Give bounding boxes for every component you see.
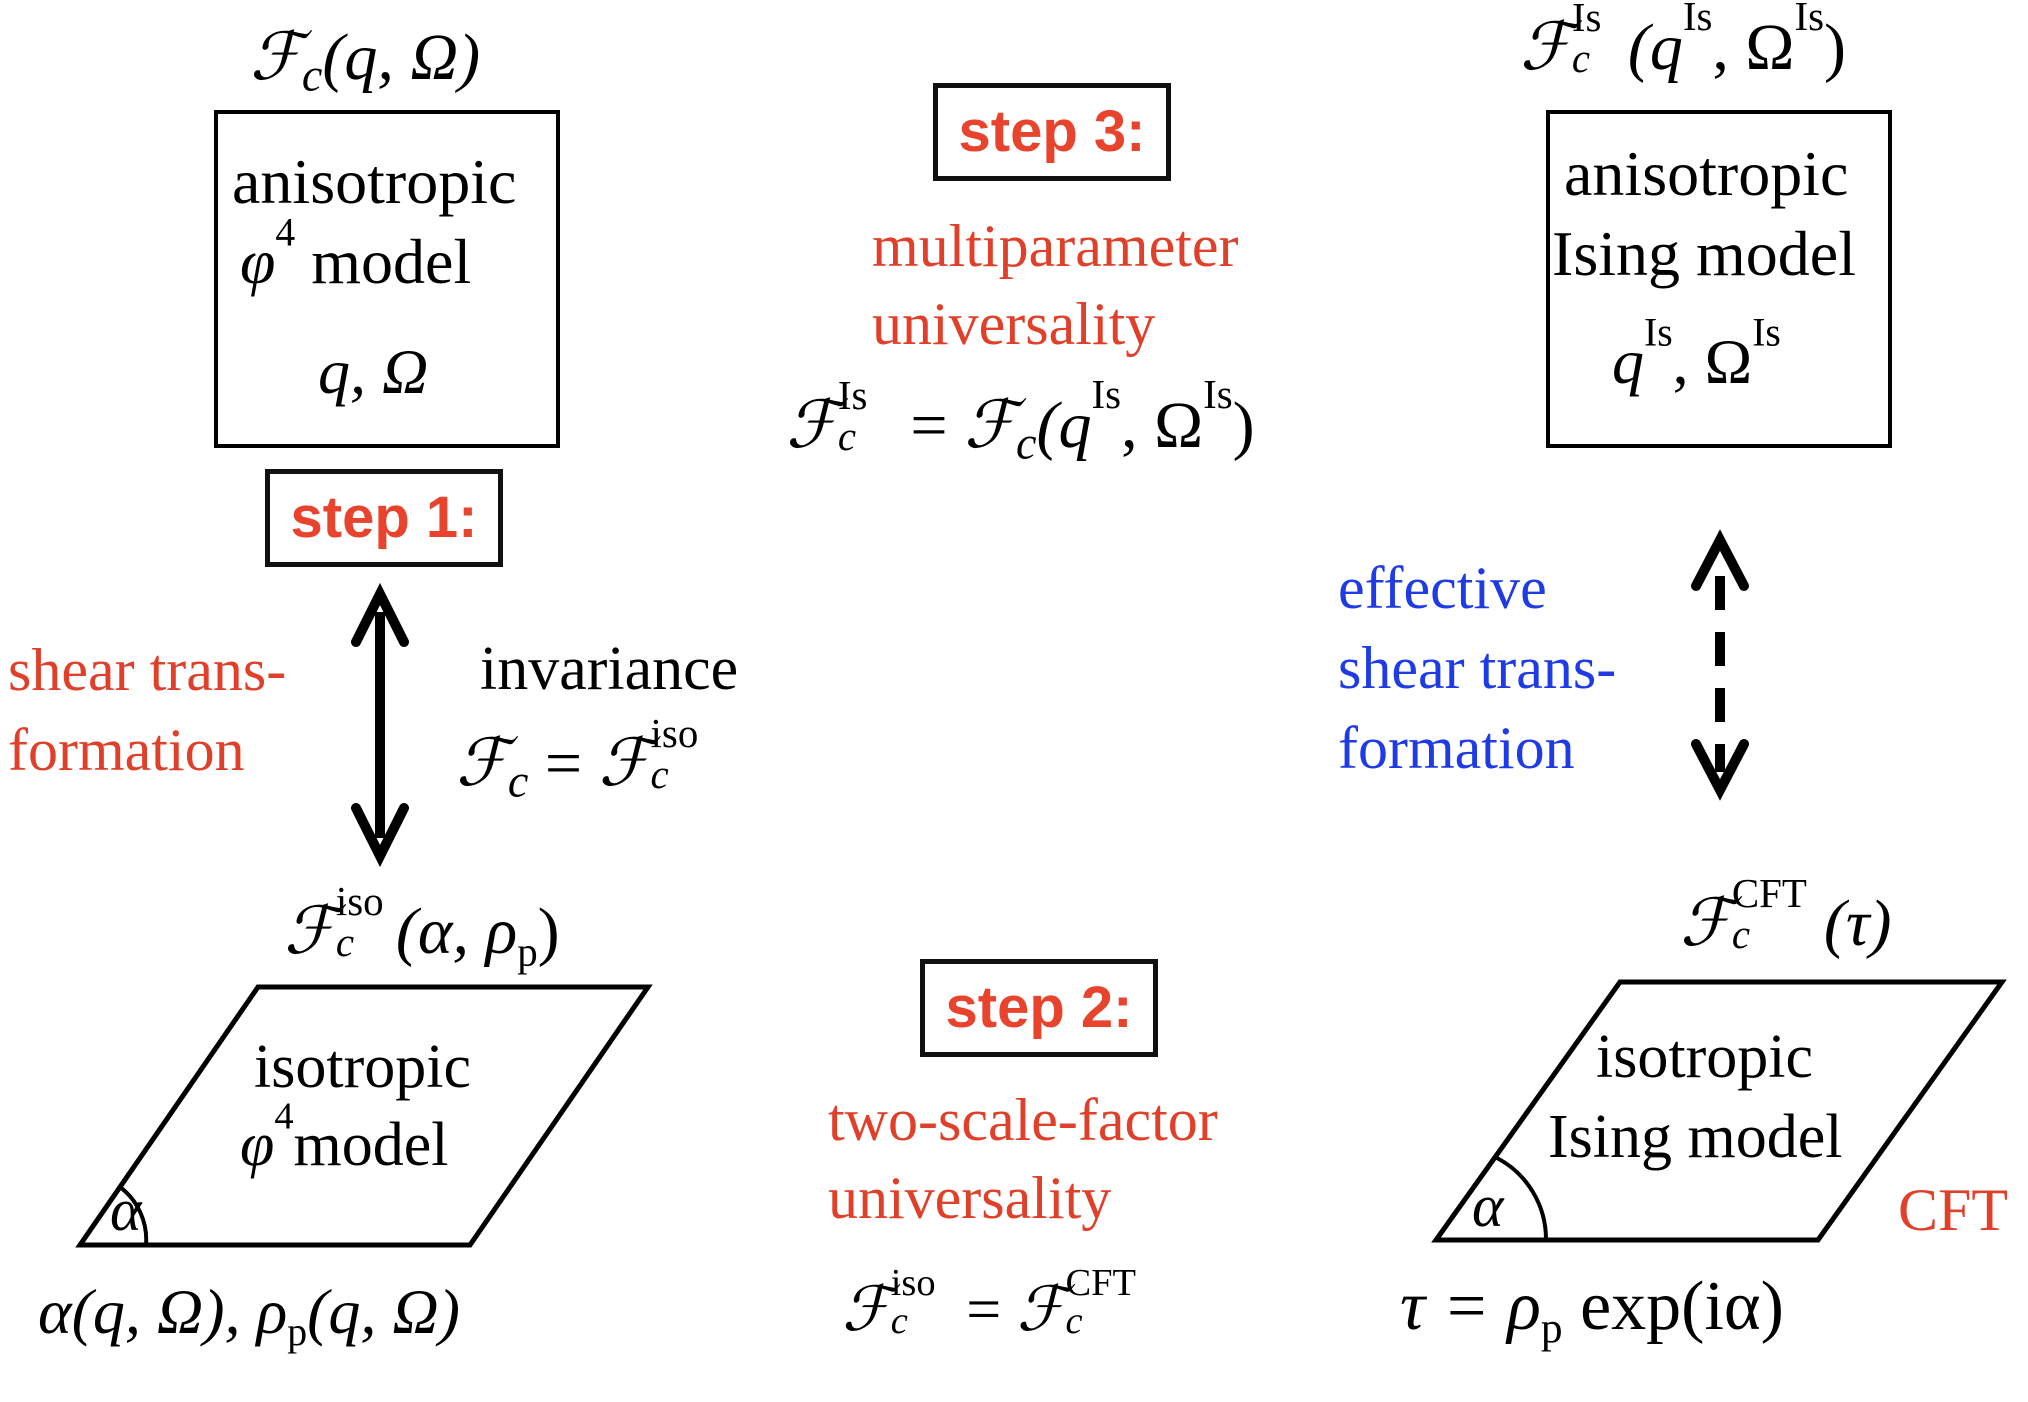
effective-label: effective [1338, 555, 1547, 621]
box-params-q-omega: q, Ω [318, 336, 429, 407]
effective-shear-line2: shear trans- [1338, 635, 1617, 701]
shear-transformation-line1: shear trans- [8, 637, 287, 703]
invariance-label: invariance [480, 635, 739, 703]
step2-label: step 2: [945, 975, 1133, 1040]
box-params-q-omega-is: qIs, ΩIs [1612, 310, 1781, 397]
shear-transformation-line2: formation [8, 717, 245, 783]
alpha-angle-arc-left [118, 1185, 149, 1246]
cft-label: CFT [1898, 1177, 2009, 1243]
shear-arrow-left-head-up [351, 582, 409, 647]
header-args: (q, Ω) [322, 21, 481, 94]
isotropic-label-right: isotropic [1596, 1023, 1813, 1091]
shear-arrow-left-head-down [351, 803, 409, 868]
anisotropic-ising-box [1546, 110, 1892, 448]
step1-box: step 1: [265, 469, 503, 567]
free-energy-symbol: ℱ [250, 18, 302, 95]
two-scale-factor-label: two-scale-factor [828, 1087, 1218, 1153]
subscript-c: c [301, 49, 323, 101]
tau-equation: τ = ρp exp(iα) [1400, 1268, 1784, 1353]
effective-shear-arrow-head-down [1691, 739, 1749, 801]
anisotropic-label: anisotropic [232, 146, 517, 217]
phi-exponent: 4 [275, 210, 296, 255]
universality-label-bottom: universality [828, 1165, 1112, 1231]
isotropic-phi4-parallelogram [75, 984, 653, 1248]
alpha-angle-label-right: α [1472, 1173, 1504, 1239]
step3-label: step 3: [958, 99, 1146, 164]
universality-label-top: universality [872, 291, 1156, 357]
effective-shear-arrow-head-up [1691, 529, 1749, 591]
anisotropic-phi4-box [214, 110, 560, 448]
alpha-angle-label-left: α [110, 1177, 142, 1243]
ising-model-label: Ising model [1552, 218, 1856, 289]
phi4-model-label-bottom: φ4model [240, 1095, 449, 1179]
phi-symbol: φ [240, 226, 276, 297]
bottom-left-footer: α(q, Ω), ρp(q, Ω) [38, 1276, 460, 1354]
ising-model-label-bottom: Ising model [1548, 1103, 1843, 1171]
top-left-header: ℱc(q, Ω) [250, 24, 480, 99]
isotropic-ising-parallelogram [1431, 979, 2007, 1243]
phi4-model-label: φ4 model [240, 212, 471, 294]
step1-label: step 1: [290, 485, 478, 550]
step2-box: step 2: [920, 959, 1158, 1057]
alpha-angle-arc-right [1496, 1156, 1549, 1241]
model-word: model [311, 226, 472, 297]
multiparameter-label: multiparameter [872, 213, 1239, 279]
anisotropic-ising-label1: anisotropic [1564, 138, 1849, 209]
isotropic-label-left: isotropic [254, 1033, 471, 1101]
step3-box: step 3: [933, 83, 1171, 181]
effective-shear-line3: formation [1338, 715, 1575, 781]
